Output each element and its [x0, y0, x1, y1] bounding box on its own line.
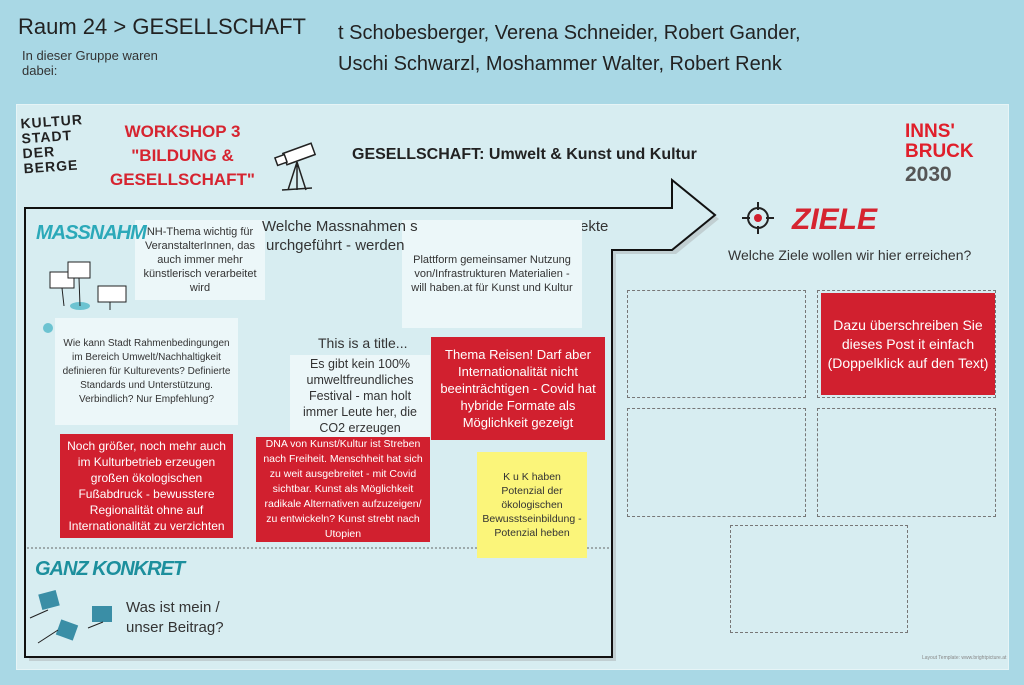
ziele-question: Welche Ziele wollen wir hier erreichen? [728, 247, 972, 263]
sticky-note-red[interactable]: Noch größer, noch mehr auch im Kulturbet… [60, 434, 233, 538]
ziele-slot[interactable] [627, 408, 806, 517]
massnahmen-question-2: urchgeführt - werden [266, 237, 405, 254]
sticky-note-yellow[interactable]: K u K haben Potenzial der ökologischen B… [477, 452, 587, 558]
massnahmen-question: Welche Massnahmen s [262, 218, 418, 235]
ziele-slot[interactable] [627, 290, 806, 398]
workshop-title: WORKSHOP 3 "BILDUNG & GESELLSCHAFT" [100, 120, 265, 192]
ziele-slot[interactable] [730, 525, 908, 633]
target-icon [742, 202, 774, 234]
group-label: In dieser Gruppe waren dabei: [22, 48, 158, 78]
ziele-label: ZIELE [792, 203, 878, 236]
puzzle-hands-icon [29, 589, 112, 644]
innsbruck-2030-logo: INNS' BRUCK 2030 [905, 121, 974, 186]
sticky-title: This is a title... [318, 335, 408, 351]
sticky-note-red[interactable]: DNA von Kunst/Kultur ist Streben nach Fr… [256, 437, 430, 542]
massnahmen-label: MASSNAHM [36, 222, 147, 244]
signs-icon [43, 261, 127, 333]
konkret-label: GANZ KONKRET [35, 558, 185, 580]
credit: Layout Template: www.brightpicture.at [922, 655, 1007, 661]
board-heading: GESELLSCHAFT: Umwelt & Kunst und Kultur [352, 146, 697, 163]
telescope-icon [273, 142, 317, 191]
sticky-note[interactable]: Wie kann Stadt Rahmenbedingungen im Bere… [55, 318, 238, 425]
sticky-note-red[interactable]: Dazu überschreiben Sie dieses Post it ei… [821, 293, 995, 395]
workshop-line: "BILDUNG & [131, 146, 234, 165]
konkret-question: Was ist mein / unser Beitrag? [126, 599, 224, 636]
participant-names[interactable]: t Schobesberger, Verena Schneider, Rober… [338, 22, 801, 75]
ziele-slot[interactable] [817, 290, 996, 398]
sticky-note-red[interactable]: Thema Reisen! Darf aber Internationalitä… [431, 337, 605, 440]
brand-year: 2030 [905, 163, 952, 186]
sticky-note[interactable]: Es gibt kein 100% umweltfreundliches Fes… [290, 355, 430, 437]
page-title: Raum 24 > GESELLSCHAFT [18, 14, 306, 39]
workshop-line: GESELLSCHAFT" [109, 170, 255, 189]
workshop-line: WORKSHOP 3 [124, 122, 241, 141]
sticky-note[interactable]: Plattform gemeinsamer Nutzung von/Infras… [402, 220, 582, 328]
brand-line: INNS' [905, 121, 955, 142]
brand-line: BRUCK [905, 141, 974, 162]
massnahmen-question-end: ekte [580, 218, 609, 235]
sticky-note[interactable]: NH-Thema wichtig für VeranstalterInnen, … [135, 220, 265, 300]
ziele-slot[interactable] [817, 408, 996, 517]
